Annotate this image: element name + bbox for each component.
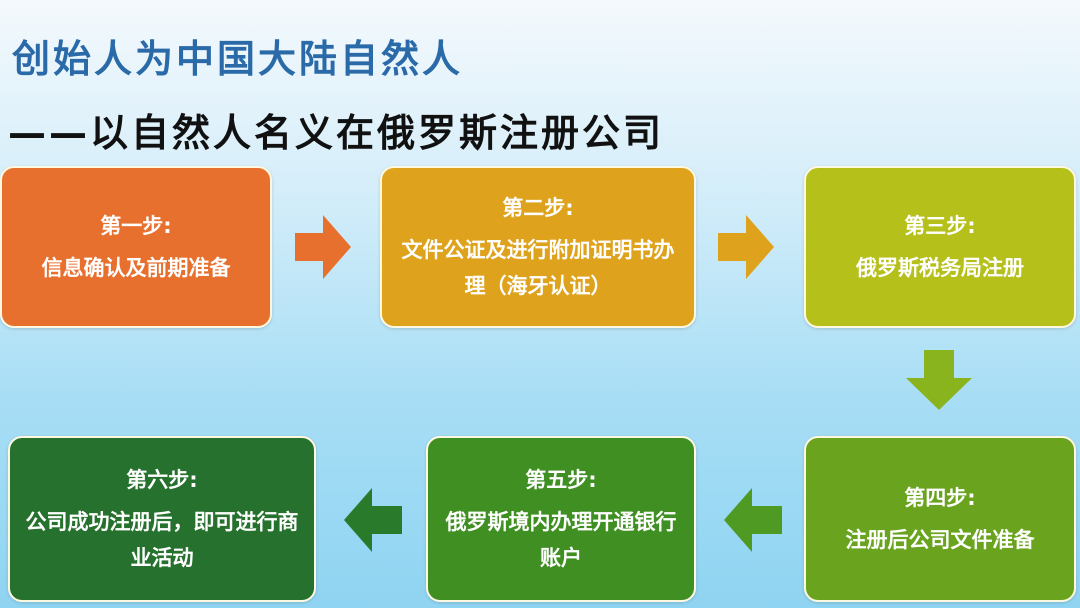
subtitle: ——以自然人名义在俄罗斯注册公司: [8, 111, 665, 155]
arrow-left-icon: [724, 488, 782, 552]
step-2-box: 第二步: 文件公证及进行附加证明书办理（海牙认证）: [380, 166, 696, 328]
step-3-label: 第三步:: [904, 214, 976, 238]
step-3-text: 俄罗斯税务局注册: [856, 256, 1024, 280]
arrow-right-icon: [718, 215, 774, 279]
step-1-text: 信息确认及前期准备: [41, 256, 231, 280]
arrow-right-icon: [295, 215, 351, 279]
arrow-left-icon: [344, 488, 402, 552]
step-1-label: 第一步:: [100, 214, 172, 238]
main-title: 创始人为中国大陆自然人: [12, 37, 464, 81]
step-4-box: 第四步: 注册后公司文件准备: [804, 436, 1076, 602]
step-6-label: 第六步:: [126, 468, 198, 492]
step-3-box: 第三步: 俄罗斯税务局注册: [804, 166, 1076, 328]
step-4-label: 第四步:: [904, 486, 976, 510]
step-4-text: 注册后公司文件准备: [845, 528, 1035, 552]
step-2-label: 第二步:: [502, 196, 574, 220]
step-5-label: 第五步:: [525, 468, 597, 492]
arrow-down-icon: [906, 350, 972, 410]
step-1-box: 第一步: 信息确认及前期准备: [0, 166, 272, 328]
step-6-box: 第六步: 公司成功注册后，即可进行商业活动: [8, 436, 316, 602]
step-5-box: 第五步: 俄罗斯境内办理开通银行账户: [426, 436, 696, 602]
step-6-text: 公司成功注册后，即可进行商业活动: [25, 510, 299, 570]
step-5-text: 俄罗斯境内办理开通银行账户: [445, 510, 677, 570]
step-2-text: 文件公证及进行附加证明书办理（海牙认证）: [401, 238, 675, 298]
